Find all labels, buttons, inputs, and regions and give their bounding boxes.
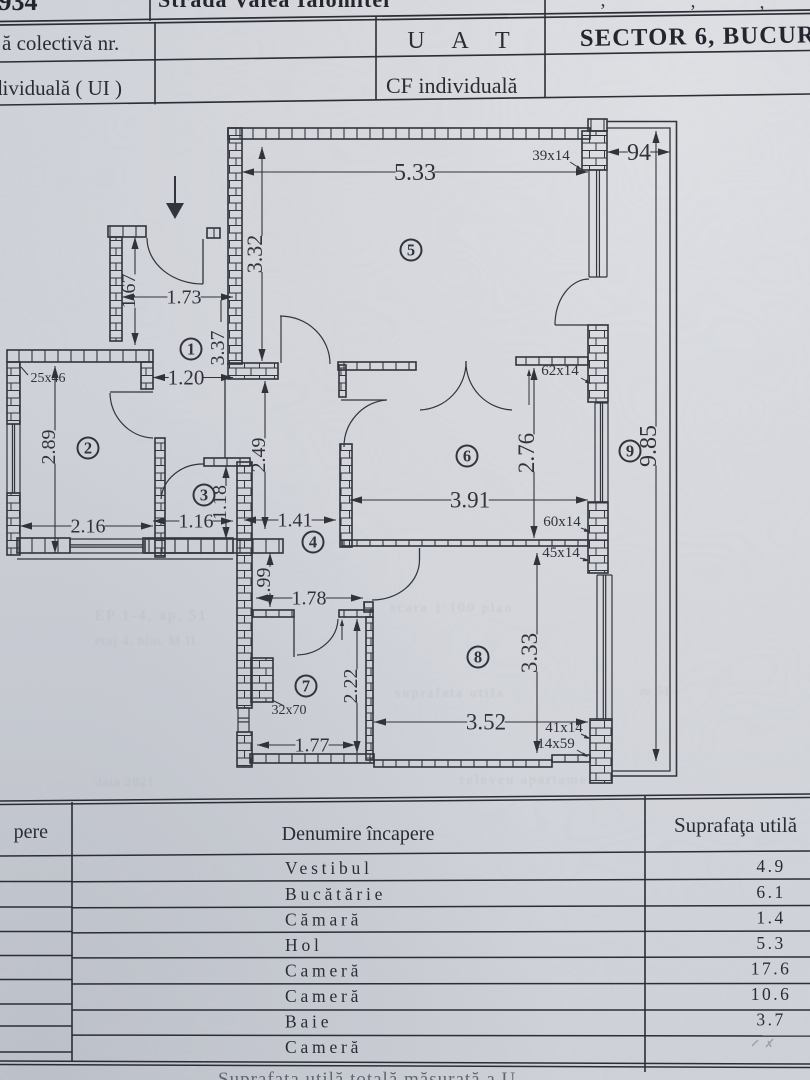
svg-text:U A T: U A T [407,28,520,54]
svg-text:1: 1 [187,340,195,359]
svg-text:releveu apartament: releveu apartament [460,773,603,788]
svg-text:62x14: 62x14 [541,363,579,379]
svg-text:6: 6 [463,447,471,466]
svg-text:32x70: 32x70 [272,703,307,718]
svg-text:6.1: 6.1 [756,882,785,902]
svg-text:etaj 4, bloc M II: etaj 4, bloc M II [95,633,196,648]
svg-text:3.33: 3.33 [517,633,542,673]
svg-text:10.6: 10.6 [751,984,792,1004]
svg-text:scara 1:100 plan: scara 1:100 plan [390,601,514,616]
svg-text:2.76: 2.76 [514,433,539,473]
svg-text:pere: pere [14,821,49,843]
svg-text:,: , [760,0,765,13]
svg-text:Cameră: Cameră [285,961,362,981]
svg-text:4: 4 [309,533,317,552]
svg-text:3.37: 3.37 [207,331,229,366]
svg-text:3.32: 3.32 [242,235,267,274]
svg-text:1.4: 1.4 [756,908,785,928]
svg-text:CF individuală: CF individuală [386,73,518,98]
svg-text:1.78: 1.78 [292,588,327,610]
svg-text:2.49: 2.49 [248,438,270,473]
svg-text:2.16: 2.16 [71,516,106,538]
svg-text:94: 94 [627,140,651,166]
svg-text:,: , [691,0,696,12]
svg-text:1.77: 1.77 [295,735,330,757]
svg-text:3.7: 3.7 [756,1010,785,1030]
svg-text:5: 5 [407,241,415,260]
svg-text:dividuală ( UI ): dividuală ( UI ) [0,76,122,100]
svg-text:60x14: 60x14 [543,514,581,530]
svg-text:Vestibul: Vestibul [285,858,373,878]
svg-text:1.41: 1.41 [278,510,313,532]
svg-text:Cameră: Cameră [285,1037,362,1057]
svg-text:41x14: 41x14 [545,720,583,736]
svg-text:data 2021: data 2021 [95,774,155,789]
svg-text:17.6: 17.6 [751,959,792,979]
svg-text:SECTOR 6, BUCUREŞTI: SECTOR 6, BUCUREŞTI [580,20,810,52]
svg-text:2: 2 [84,439,92,458]
svg-text:,: , [601,0,606,11]
svg-text:4.9: 4.9 [756,856,785,876]
svg-text:Baie: Baie [285,1012,332,1032]
svg-text:3: 3 [200,486,208,505]
svg-text:5.33: 5.33 [394,160,436,186]
svg-text:Suprafaţa utilă: Suprafaţa utilă [674,813,798,837]
svg-text:9: 9 [626,442,634,461]
svg-text:1.16: 1.16 [179,511,214,533]
svg-text:suprafata utila: suprafata utila [395,686,505,701]
svg-text:EP 1-4, ap. 51: EP 1-4, ap. 51 [95,608,208,624]
svg-text:Bucătărie: Bucătărie [285,884,386,904]
svg-text:45x14: 45x14 [542,545,580,561]
svg-text:14x59: 14x59 [537,736,575,752]
svg-text:1.67: 1.67 [118,274,140,309]
svg-text:Cameră: Cameră [285,986,362,1006]
svg-text:8: 8 [474,648,482,667]
svg-text:39x14: 39x14 [532,148,570,164]
svg-text:nr. 51: nr. 51 [640,683,670,698]
svg-text:1.20: 1.20 [168,365,205,389]
svg-text:Hol: Hol [285,935,323,955]
svg-text:.99: .99 [253,568,275,593]
svg-text:Strada Valea Ialomitei: Strada Valea Ialomitei [158,0,390,12]
svg-text:Denumire încapere: Denumire încapere [282,823,435,845]
svg-text:3.91: 3.91 [450,488,490,513]
svg-text:3.52: 3.52 [466,710,506,735]
svg-text:Suprafaţa utilă totală măsurat: Suprafaţa utilă totală măsurată a U [218,1069,516,1080]
svg-text:5.3: 5.3 [756,933,785,953]
svg-text:2.22: 2.22 [340,669,362,704]
svg-text:25x46: 25x46 [31,371,66,386]
svg-text:7: 7 [302,677,310,696]
svg-text:Cămară: Cămară [285,910,362,930]
svg-text:2.89: 2.89 [38,430,60,465]
svg-text:934: 934 [0,0,38,16]
svg-text:1.73: 1.73 [167,287,202,309]
svg-text:ă colectivă nr.: ă colectivă nr. [2,31,119,55]
